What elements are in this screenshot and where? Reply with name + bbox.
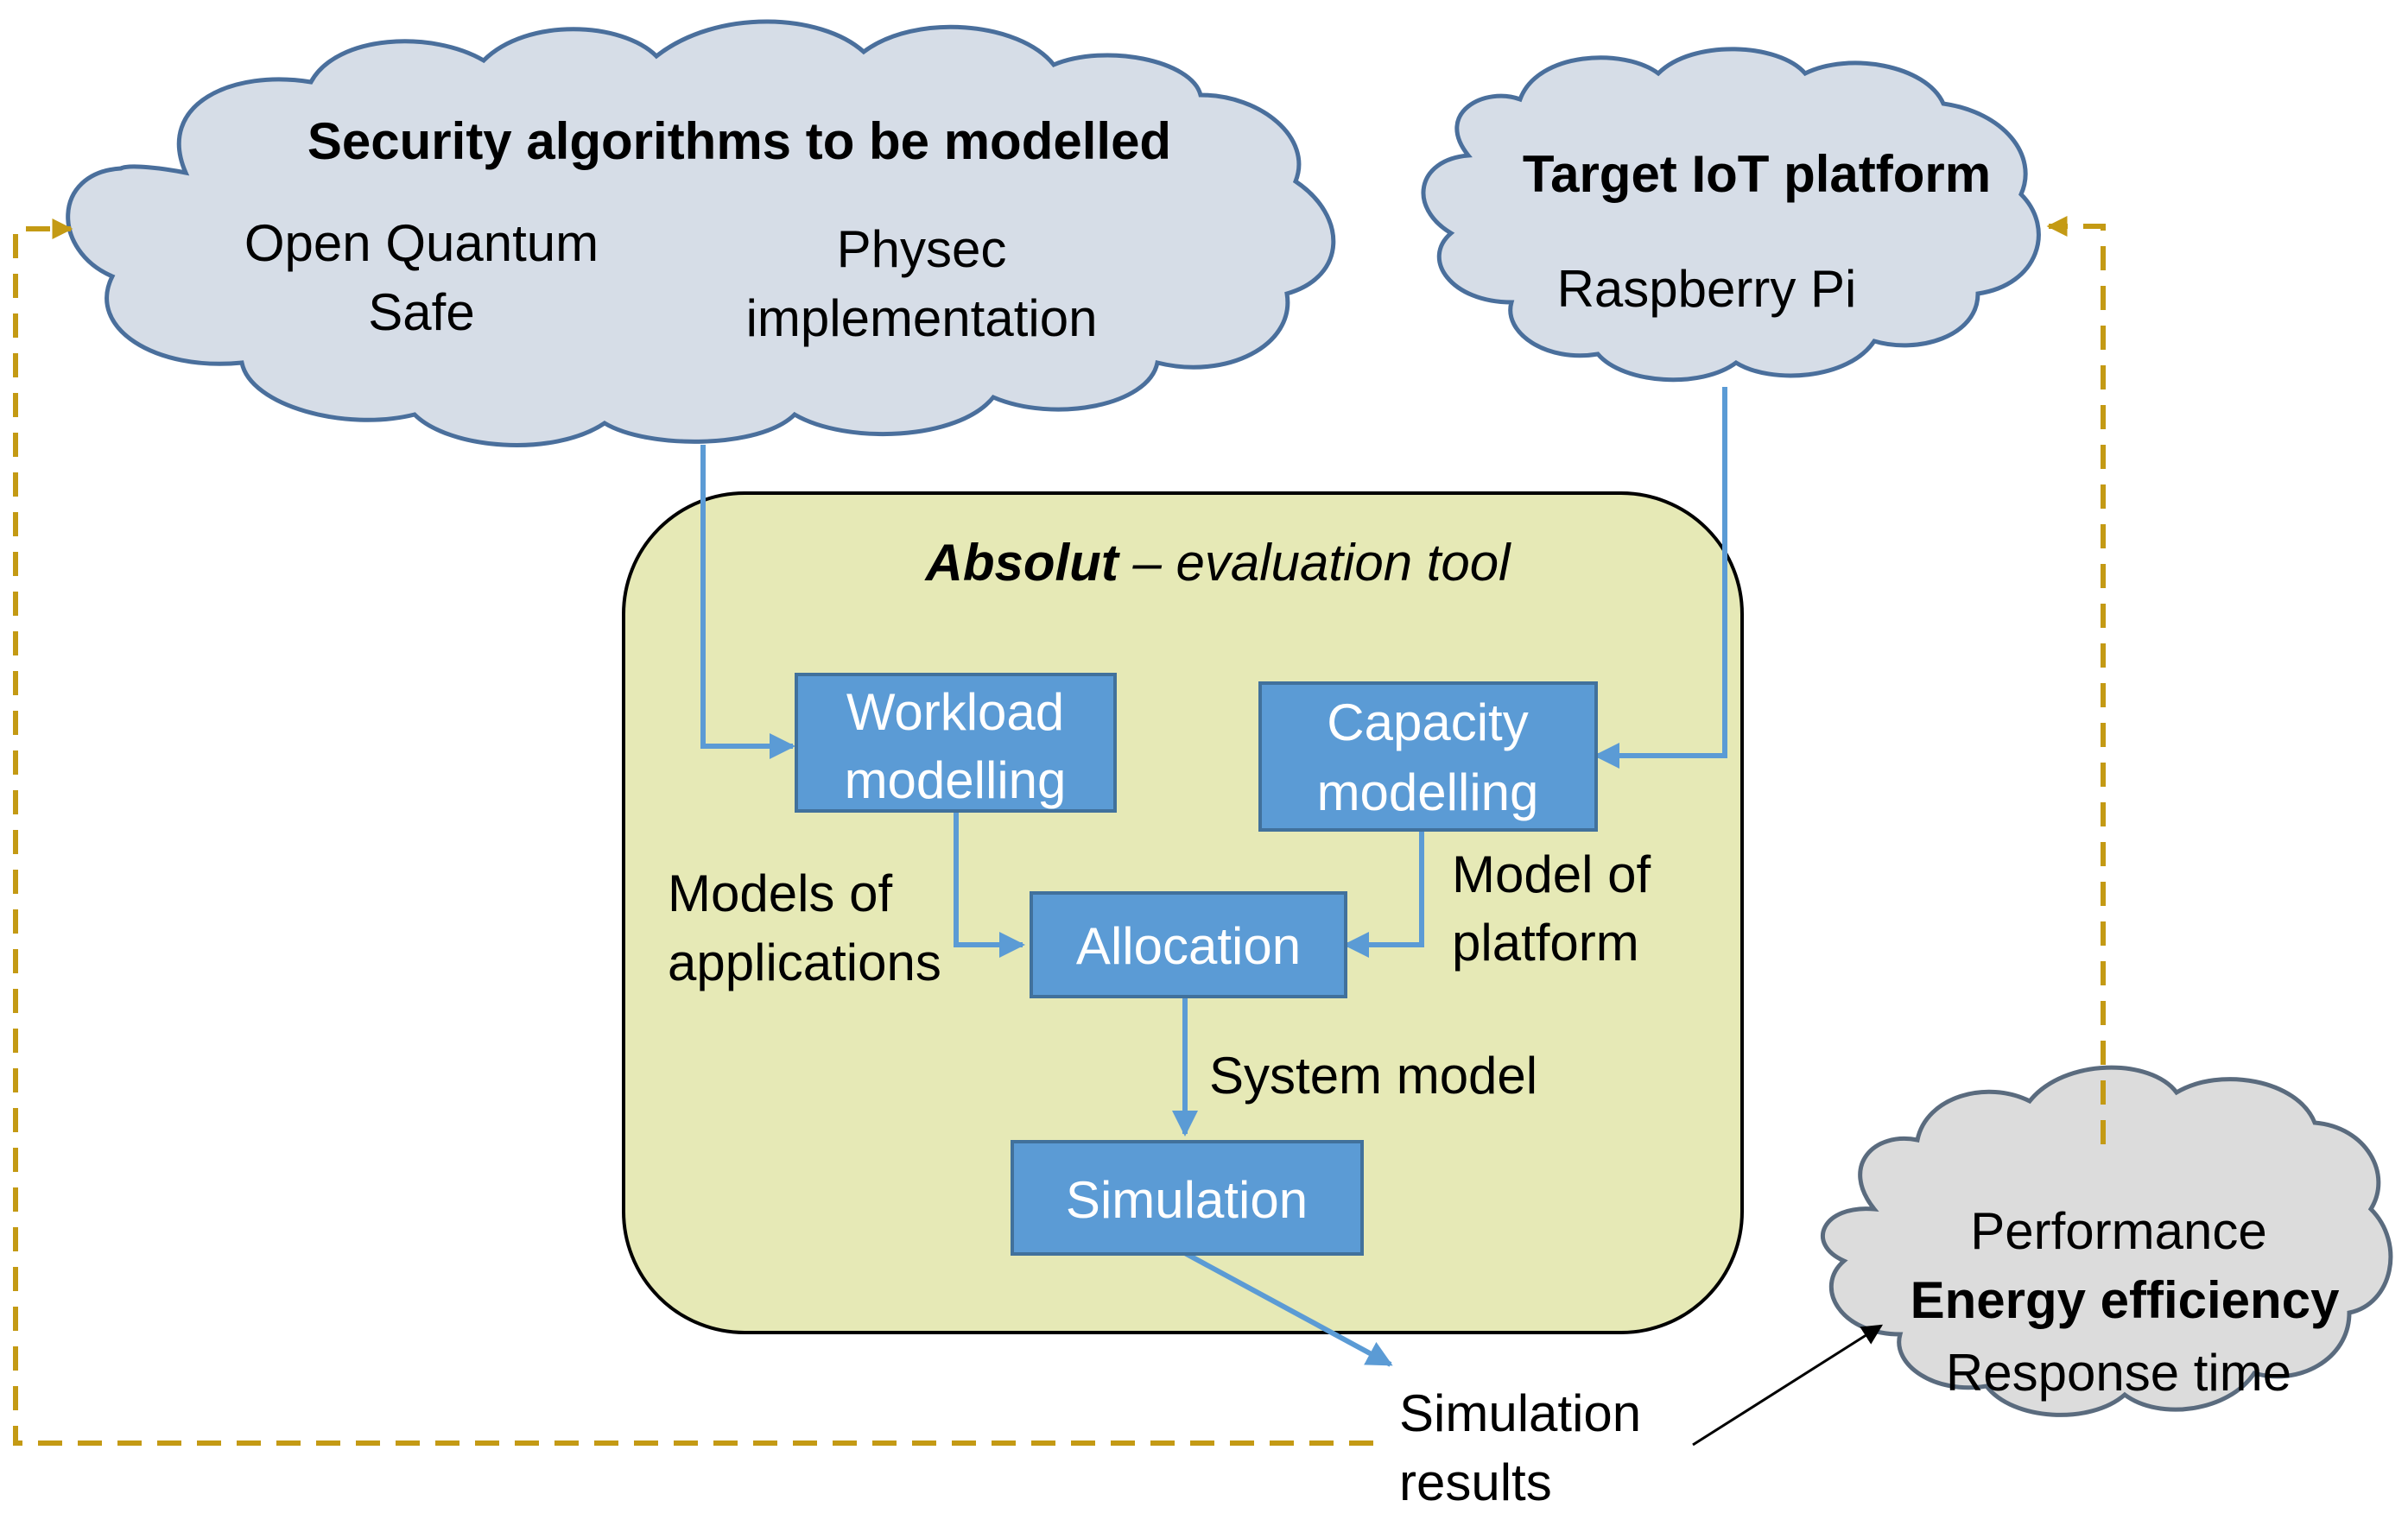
open-quantum-safe-line2: Safe bbox=[368, 283, 474, 341]
tool-title: Absolut – evaluation tool bbox=[924, 534, 1512, 592]
results-to-metrics-arrow bbox=[1692, 1324, 1884, 1447]
raspberry-pi-label: Raspberry Pi bbox=[1557, 260, 1857, 318]
capacity-to-allocation-arrow bbox=[1343, 829, 1424, 958]
allocation-box: Allocation bbox=[1030, 891, 1347, 998]
allocation-label: Allocation bbox=[1076, 917, 1301, 975]
models-of-applications-line2: applications bbox=[668, 934, 941, 991]
simulation-box: Simulation bbox=[1011, 1140, 1364, 1256]
models-of-applications-line1: Models of bbox=[668, 864, 892, 922]
platform-to-capacity-arrow bbox=[1594, 387, 1727, 769]
system-model-label: System model bbox=[1209, 1047, 1537, 1105]
model-of-platform-line1: Model of bbox=[1452, 845, 1651, 903]
performance-label: Performance bbox=[1970, 1202, 2266, 1260]
simulation-label: Simulation bbox=[1066, 1171, 1308, 1229]
energy-efficiency-label: Energy efficiency bbox=[1911, 1271, 2341, 1329]
target-iot-platform-cloud bbox=[1421, 47, 2041, 383]
simulation-results-line2: results bbox=[1399, 1453, 1552, 1511]
capacity-line1: Capacity bbox=[1327, 693, 1528, 751]
capacity-line2: modelling bbox=[1317, 763, 1539, 821]
response-time-label: Response time bbox=[1946, 1344, 2291, 1402]
platform-cloud-title: Target IoT platform bbox=[1523, 145, 1991, 203]
security-to-workload-arrow bbox=[700, 445, 795, 759]
workload-line1: Workload bbox=[846, 683, 1064, 741]
workload-line2: modelling bbox=[845, 751, 1067, 809]
simulation-to-results-arrow bbox=[1182, 1250, 1393, 1367]
metrics-feedback-to-platform-loop bbox=[2046, 216, 2106, 1144]
workload-modelling-box: Workload modelling bbox=[795, 673, 1117, 813]
physec-line2: implementation bbox=[746, 289, 1098, 347]
capacity-modelling-box: Capacity modelling bbox=[1258, 681, 1598, 832]
security-algorithms-cloud bbox=[66, 19, 1336, 447]
metrics-cloud bbox=[1821, 1065, 2393, 1417]
tool-title-rest: – evaluation tool bbox=[1118, 534, 1511, 592]
physec-line1: Physec bbox=[837, 220, 1007, 278]
security-cloud-title: Security algorithms to be modelled bbox=[307, 112, 1171, 170]
tool-title-bold: Absolut bbox=[924, 534, 1121, 592]
open-quantum-safe-line1: Open Quantum bbox=[244, 214, 599, 272]
results-feedback-to-security-loop bbox=[13, 218, 1373, 1446]
workload-to-allocation-arrow bbox=[954, 812, 1025, 958]
model-of-platform-line2: platform bbox=[1452, 914, 1639, 972]
simulation-results-line1: Simulation bbox=[1399, 1384, 1641, 1442]
